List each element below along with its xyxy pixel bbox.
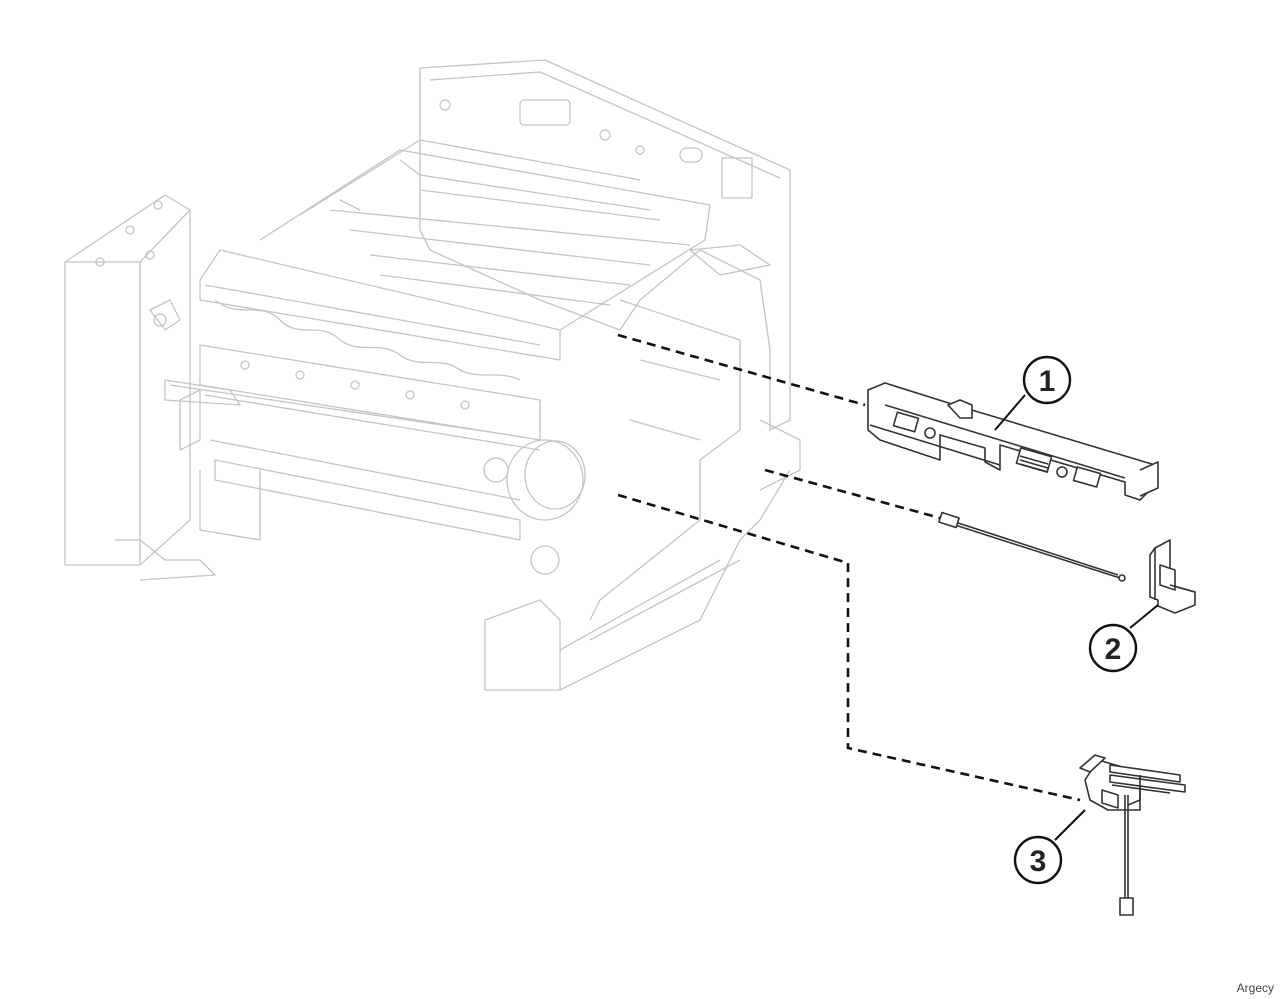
part-1-bracket [867, 382, 1159, 501]
part-3-sensor [1079, 754, 1186, 916]
leader-line-1 [617, 333, 866, 407]
callout-1-label: 1 [1039, 365, 1056, 398]
callout-1-pointer [994, 394, 1026, 431]
callout-1: 1 [1022, 355, 1072, 405]
printer-frame [64, 59, 801, 691]
callout-2: 2 [1088, 623, 1138, 673]
callout-3-pointer [1054, 809, 1086, 841]
callout-2-pointer [1129, 604, 1159, 629]
watermark: Argecy [1236, 981, 1274, 995]
leader-line-3 [617, 493, 1081, 802]
callout-3: 3 [1013, 835, 1063, 885]
callout-3-label: 3 [1030, 845, 1047, 878]
leader-line-2 [764, 468, 941, 520]
leader-lines [617, 333, 1081, 802]
part-2-sensor [938, 511, 1196, 614]
callout-2-label: 2 [1105, 633, 1122, 666]
